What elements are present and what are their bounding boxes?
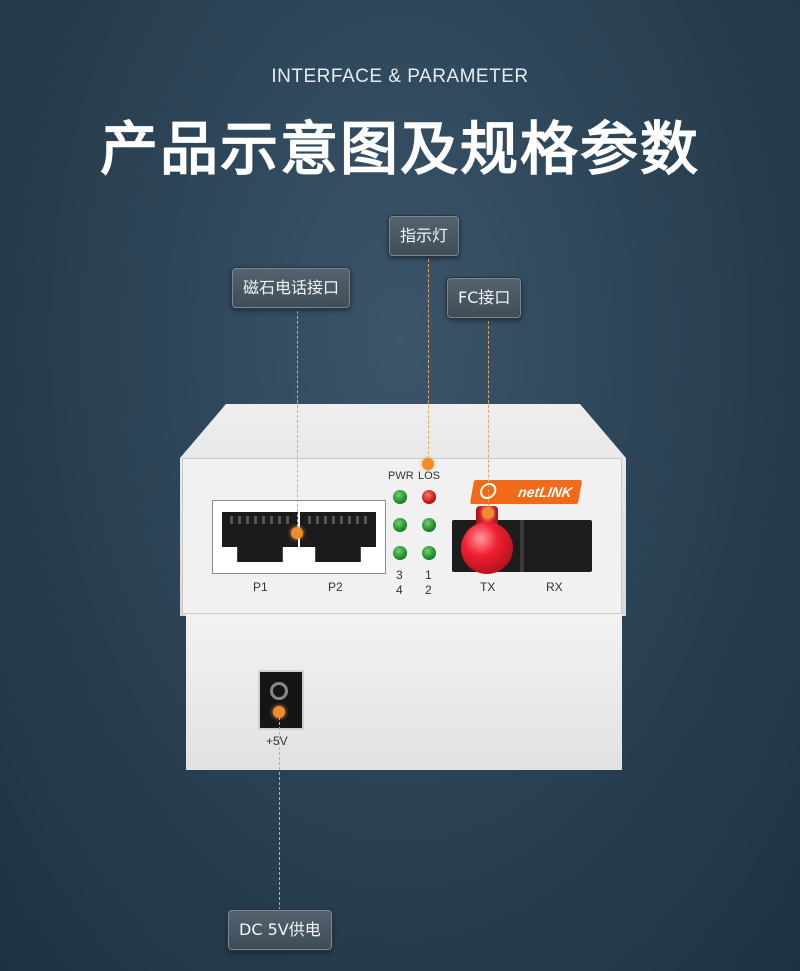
callout-dc-power: DC 5V供电: [228, 910, 332, 950]
callout-dot-indicator: [422, 458, 434, 470]
led-number-3: 3: [396, 568, 403, 582]
callout-dot-dc: [273, 706, 285, 718]
led-port-2: [422, 546, 436, 560]
led-number-4: 4: [396, 583, 403, 597]
page-title: 产品示意图及规格参数: [99, 115, 700, 183]
power-label: +5V: [266, 734, 288, 748]
led-port-3: [393, 518, 407, 532]
brand-name: netLINK: [516, 484, 574, 500]
callout-indicator-light: 指示灯: [389, 216, 460, 256]
callout-line-dc: [279, 712, 280, 910]
led-header-pwr: PWR: [388, 470, 414, 482]
device-bottom-housing: [186, 614, 622, 770]
section-subtitle: INTERFACE & PARAMETER: [271, 66, 529, 87]
fc-dust-cap: [461, 522, 513, 574]
led-pwr-indicator: [393, 490, 407, 504]
led-port-4: [393, 546, 407, 560]
callout-dot-fc: [482, 507, 494, 519]
led-port-1: [422, 518, 436, 532]
callout-magneto-phone-port: 磁石电话接口: [232, 268, 351, 308]
callout-line-magneto: [297, 306, 298, 532]
led-header-los: LOS: [418, 470, 441, 482]
led-number-1: 1: [425, 568, 432, 582]
callout-line-indicator: [428, 254, 429, 464]
fiber-label-tx: TX: [480, 580, 496, 594]
led-los-indicator: [422, 490, 436, 504]
callout-fc-port: FC接口: [447, 278, 522, 318]
brand-logo: netLINK: [469, 480, 583, 504]
led-number-2: 2: [425, 583, 432, 597]
callout-dot-magneto: [291, 527, 303, 539]
callout-line-fc: [488, 316, 489, 512]
port-label-p2: P2: [328, 580, 343, 594]
dc-power-jack: [258, 670, 304, 730]
fiber-label-rx: RX: [546, 580, 563, 594]
port-label-p1: P1: [253, 580, 268, 594]
